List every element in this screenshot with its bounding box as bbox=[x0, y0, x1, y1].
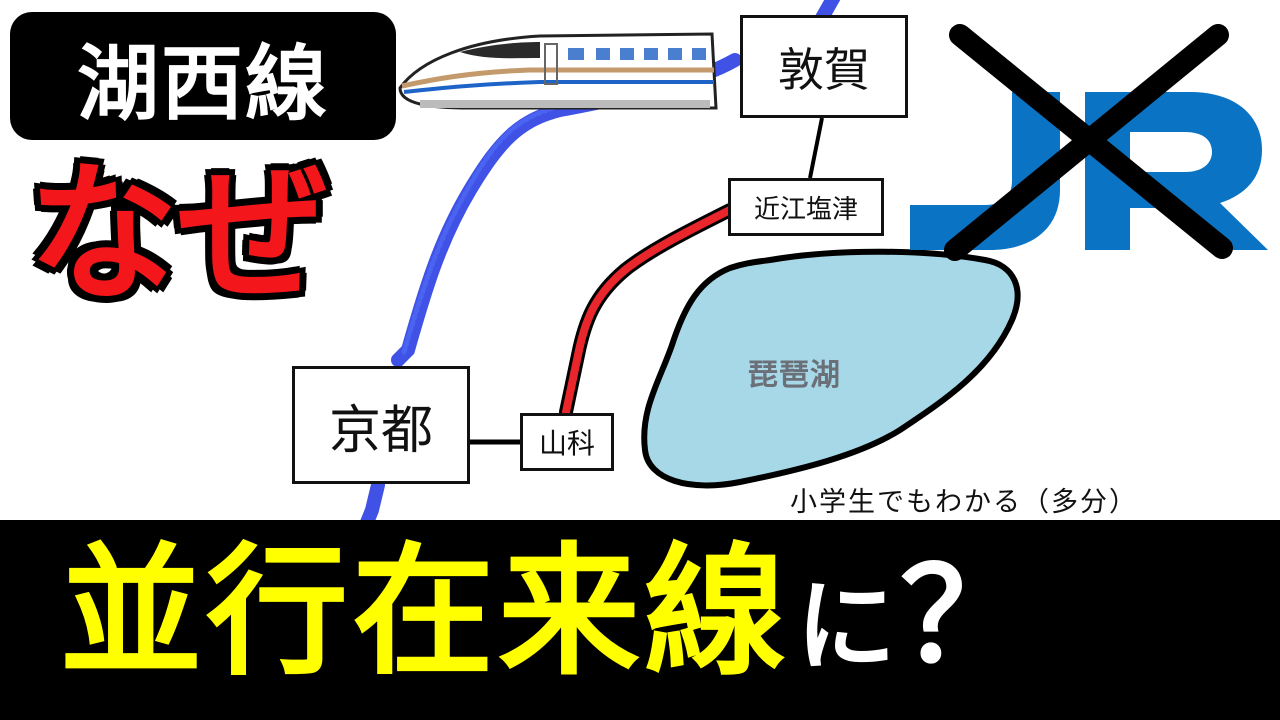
line-tsuruga-omishiotsu bbox=[808, 117, 824, 179]
station-omishiotsu: 近江塩津 bbox=[728, 178, 884, 236]
bottom-band bbox=[0, 520, 1280, 720]
station-tsuruga: 敦賀 bbox=[740, 15, 908, 118]
bottom-question-mark: ？ bbox=[900, 540, 1035, 692]
title-badge: 湖西線 bbox=[10, 12, 396, 140]
shinkansen-train-icon bbox=[398, 32, 718, 110]
lake-biwa bbox=[641, 248, 1021, 489]
station-kyoto: 京都 bbox=[292, 366, 470, 484]
jr-logo-crossed-icon bbox=[910, 24, 1268, 261]
bottom-headline: 並行在来線に？ bbox=[60, 542, 1034, 684]
naze-headline: なぜ bbox=[28, 148, 329, 322]
shinkansen-route-texture bbox=[401, 103, 563, 355]
kosei-line-fill bbox=[562, 206, 734, 416]
station-yamashina: 山科 bbox=[520, 413, 614, 471]
bottom-main-text: 並行在来線 bbox=[60, 530, 790, 695]
bottom-particle: に bbox=[796, 568, 900, 685]
caption-text: 小学生でもわかる（多分） bbox=[790, 487, 1138, 518]
lake-label: 琵琶湖 bbox=[748, 358, 841, 393]
